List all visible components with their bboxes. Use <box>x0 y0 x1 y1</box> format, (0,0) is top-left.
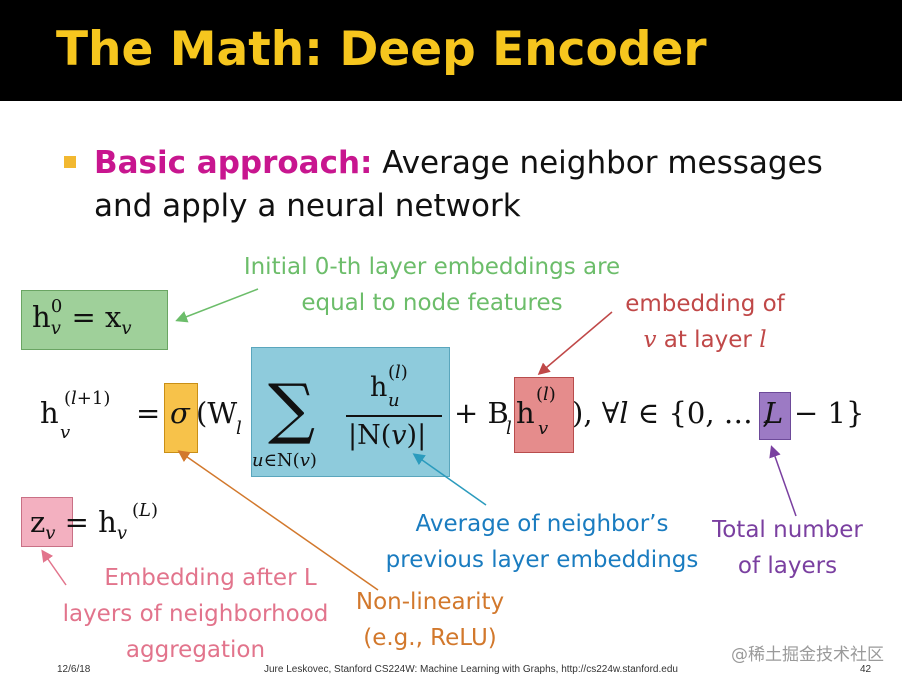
nonlinearity-note: Non-linearity (e.g., ReLU) <box>340 584 520 656</box>
fraction-numerator: h <box>370 372 388 403</box>
prev-subscript: v <box>538 418 549 439</box>
plus-b: + B <box>454 396 509 430</box>
bullet-body: Average neighbor messages and apply a ne… <box>94 145 823 224</box>
sum-symbol: ∑ <box>268 370 316 447</box>
sigma-box <box>164 383 198 453</box>
embedding-after-note: Embedding after L layers of neighborhood… <box>48 560 343 668</box>
average-note-line1: Average of neighbor’s <box>415 511 669 537</box>
prev-embedding: h <box>516 396 535 430</box>
lhs-subscript: v <box>60 422 71 443</box>
average-note-line2: previous layer embeddings <box>385 547 699 573</box>
layer-range: ), ∀l ∈ {0, … , <box>572 396 772 430</box>
previous-embedding-box <box>514 377 574 453</box>
watermark: @稀土掘金技术社区 <box>731 645 884 665</box>
final-embedding-formula: zv = hv <box>30 505 128 544</box>
numerator-subscript: u <box>388 390 400 411</box>
layer-range-end: − 1} <box>794 396 865 430</box>
total-layers-line2: of layers <box>737 553 838 579</box>
fraction-denominator: |N(v)| <box>348 420 427 451</box>
embedding-of-note: embedding of v at layer l <box>600 286 810 358</box>
bullet-square-icon <box>64 156 76 168</box>
footer-page-number: 42 <box>860 664 872 675</box>
average-note: Average of neighbor’s previous layer emb… <box>372 506 712 578</box>
initial-note-line1: Initial 0-th layer embeddings are <box>243 254 621 280</box>
total-layers-line1: Total number <box>712 517 863 543</box>
embedding-after-line3: aggregation <box>125 637 266 663</box>
lhs-superscript: (l+1) <box>64 388 111 409</box>
embedding-of-line1: embedding of <box>625 291 785 317</box>
sigma-symbol: σ <box>170 396 190 430</box>
final-superscript: (L) <box>132 500 159 521</box>
numerator-superscript: (l) <box>388 362 408 383</box>
weight-subscript: l <box>236 418 242 439</box>
total-layers-box <box>759 392 791 440</box>
nonlinearity-line1: Non-linearity <box>355 589 505 615</box>
fraction-bar <box>346 415 442 417</box>
title-bar: The Math: Deep Encoder <box>0 0 902 101</box>
weight-matrix: (W <box>196 396 238 430</box>
main-formula-lhs: h <box>40 396 59 430</box>
footer-citation: Jure Leskovec, Stanford CS224W: Machine … <box>264 664 678 675</box>
slide-title: The Math: Deep Encoder <box>56 22 707 77</box>
final-embedding-box <box>21 497 73 547</box>
embedding-of-line2: v at layer l <box>643 327 767 353</box>
nonlinearity-line2: (e.g., ReLU) <box>363 625 497 651</box>
sum-index: u∈N(v) <box>252 450 317 471</box>
equals-sign: = <box>136 396 161 430</box>
bullet-paragraph: Basic approach: Average neighbor message… <box>94 142 884 228</box>
embedding-after-line2: layers of neighborhood <box>62 601 329 627</box>
bullet-label: Basic approach: <box>94 145 373 181</box>
initial-note-line2: equal to node features <box>301 290 563 316</box>
embedding-after-line1: Embedding after L <box>104 565 317 591</box>
prev-superscript: (l) <box>536 384 556 405</box>
footer-date: 12/6/18 <box>57 664 91 675</box>
initial-embedding-box <box>21 290 168 350</box>
initial-embedding-formula: hv0 = xv <box>32 296 132 339</box>
total-layers-arrow <box>769 445 797 517</box>
initial-note: Initial 0-th layer embeddings are equal … <box>222 249 642 321</box>
total-l-symbol: L <box>764 396 784 430</box>
total-layers-note: Total number of layers <box>700 512 875 584</box>
b-subscript: l <box>506 418 512 439</box>
